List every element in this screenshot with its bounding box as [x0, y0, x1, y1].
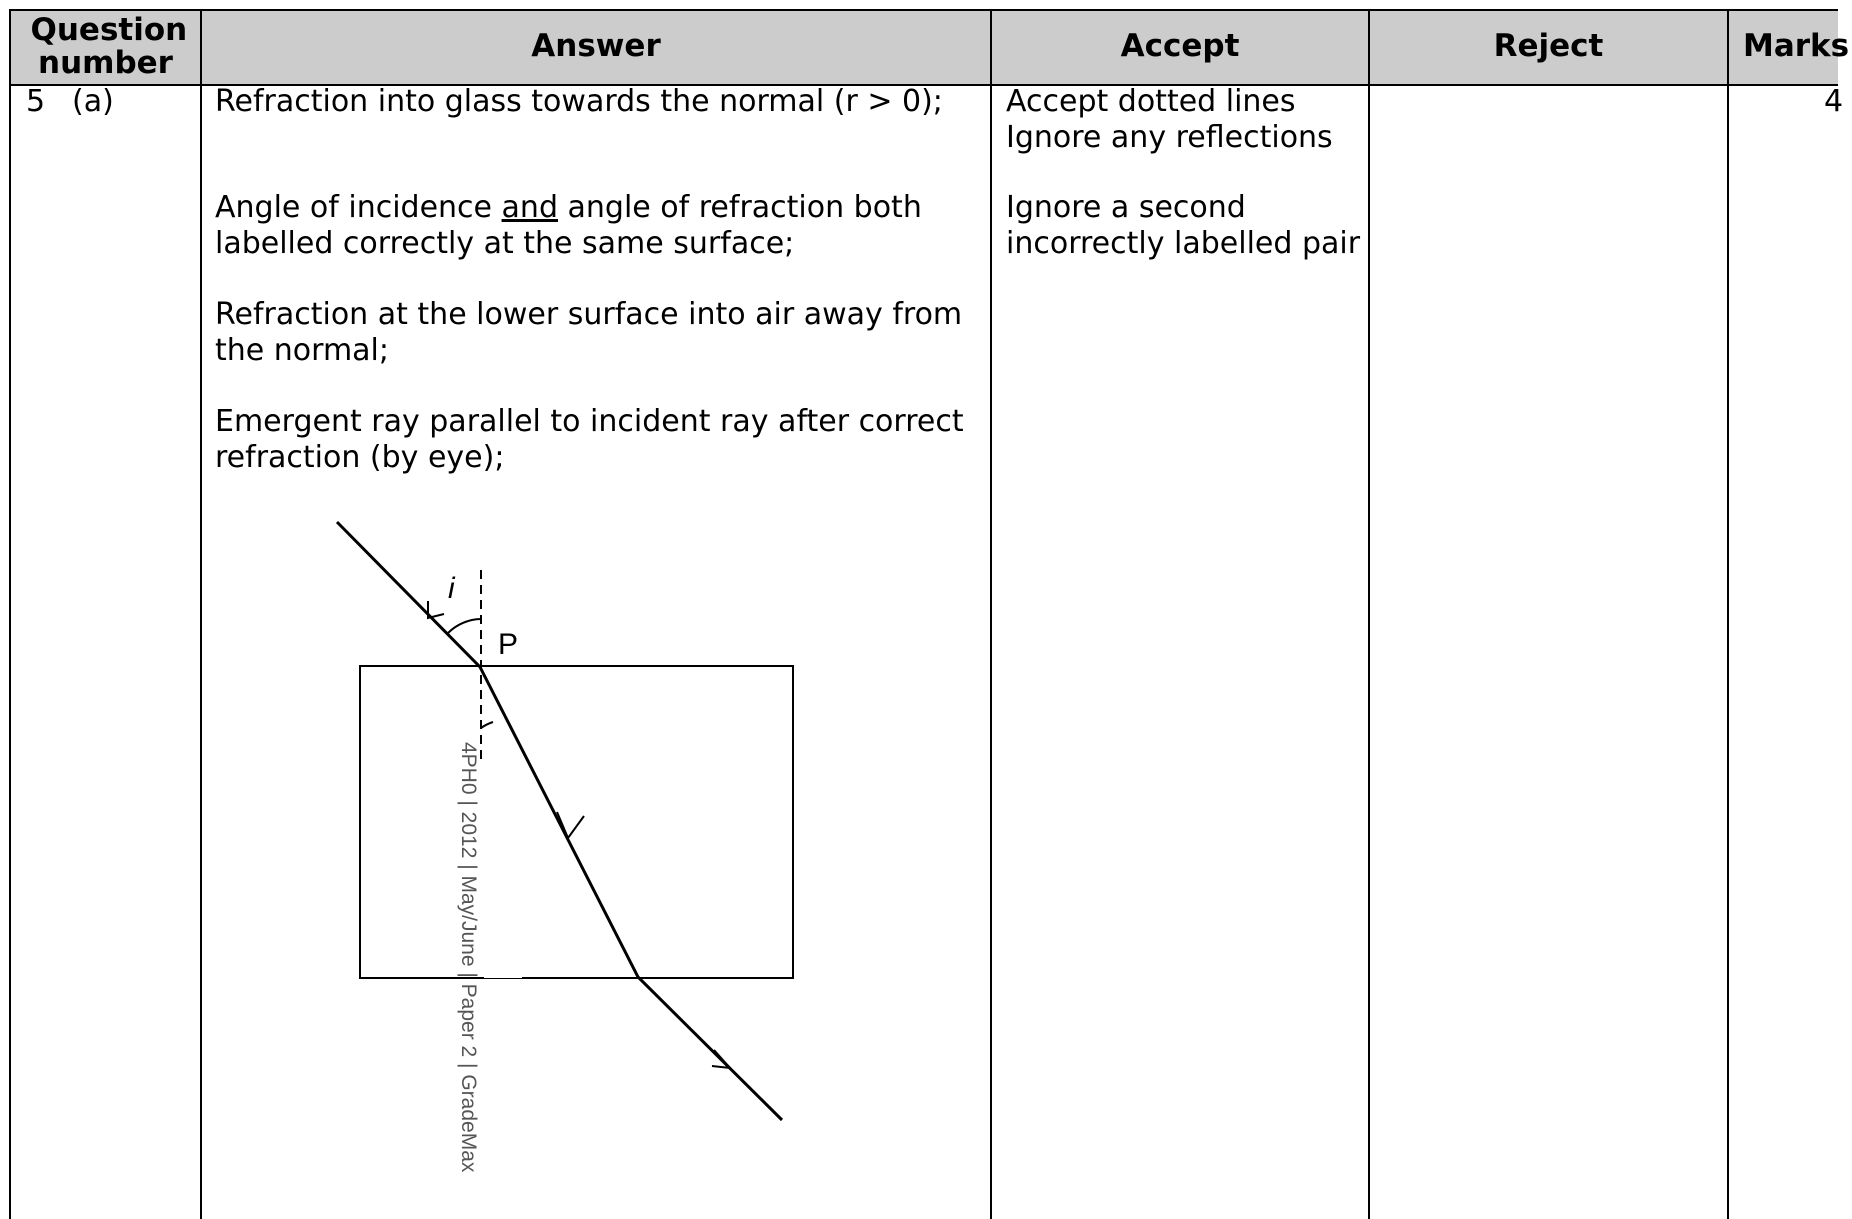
- point-label-p: P: [498, 628, 518, 661]
- column-rule: [990, 9, 992, 1219]
- accept-line-3: Ignore a second: [1006, 190, 1246, 225]
- header-accept: Accept: [1120, 28, 1240, 64]
- watermark-text: 4PH0 | 2012 | May/June | Paper 2 | Grade…: [457, 742, 480, 1173]
- answer-point-4-line2: refraction (by eye);: [215, 440, 505, 475]
- glass-block: [359, 665, 794, 979]
- question-number: 5: [26, 84, 46, 119]
- answer-point-3-line1: Refraction at the lower surface into air…: [215, 297, 963, 332]
- refracted-ray-arrow: [556, 811, 585, 841]
- marks-value: 4: [1824, 84, 1844, 119]
- header-question-number: Question number: [11, 9, 200, 84]
- incident-ray-arrow: [427, 601, 445, 620]
- angle-label-i: i: [448, 572, 456, 605]
- emergent-ray-arrow: [711, 1049, 733, 1070]
- column-rule: [200, 9, 202, 1219]
- angle-of-refraction-arc: [480, 721, 494, 729]
- header-question-label: Question number: [30, 11, 188, 81]
- answer-point-2-underlined: and: [501, 190, 558, 225]
- answer-point-2-line2: labelled correctly at the same surface;: [215, 226, 795, 261]
- answer-point-3-line2: the normal;: [215, 333, 389, 368]
- table-header-row: [11, 9, 1838, 86]
- header-reject: Reject: [1493, 28, 1604, 64]
- header-marks: Marks: [1743, 28, 1850, 64]
- accept-line-2: Ignore any reflections: [1006, 120, 1333, 155]
- header-answer: Answer: [531, 28, 661, 64]
- accept-line-4: incorrectly labelled pair: [1006, 226, 1361, 261]
- column-rule: [1368, 9, 1370, 1219]
- column-rule: [1727, 9, 1729, 1219]
- answer-point-1: Refraction into glass towards the normal…: [215, 84, 943, 119]
- column-rule: [9, 9, 11, 1219]
- question-part: (a): [72, 84, 114, 119]
- accept-line-1: Accept dotted lines: [1006, 84, 1296, 119]
- angle-of-incidence-arc: [447, 618, 482, 634]
- answer-point-2: Angle of incidence and angle of refracti…: [215, 190, 922, 226]
- answer-point-2-start: Angle of incidence: [215, 190, 502, 225]
- answer-point-2-end: angle of refraction both: [558, 190, 922, 225]
- light-ray: [335, 520, 784, 1122]
- answer-point-4-line1: Emergent ray parallel to incident ray af…: [215, 404, 964, 439]
